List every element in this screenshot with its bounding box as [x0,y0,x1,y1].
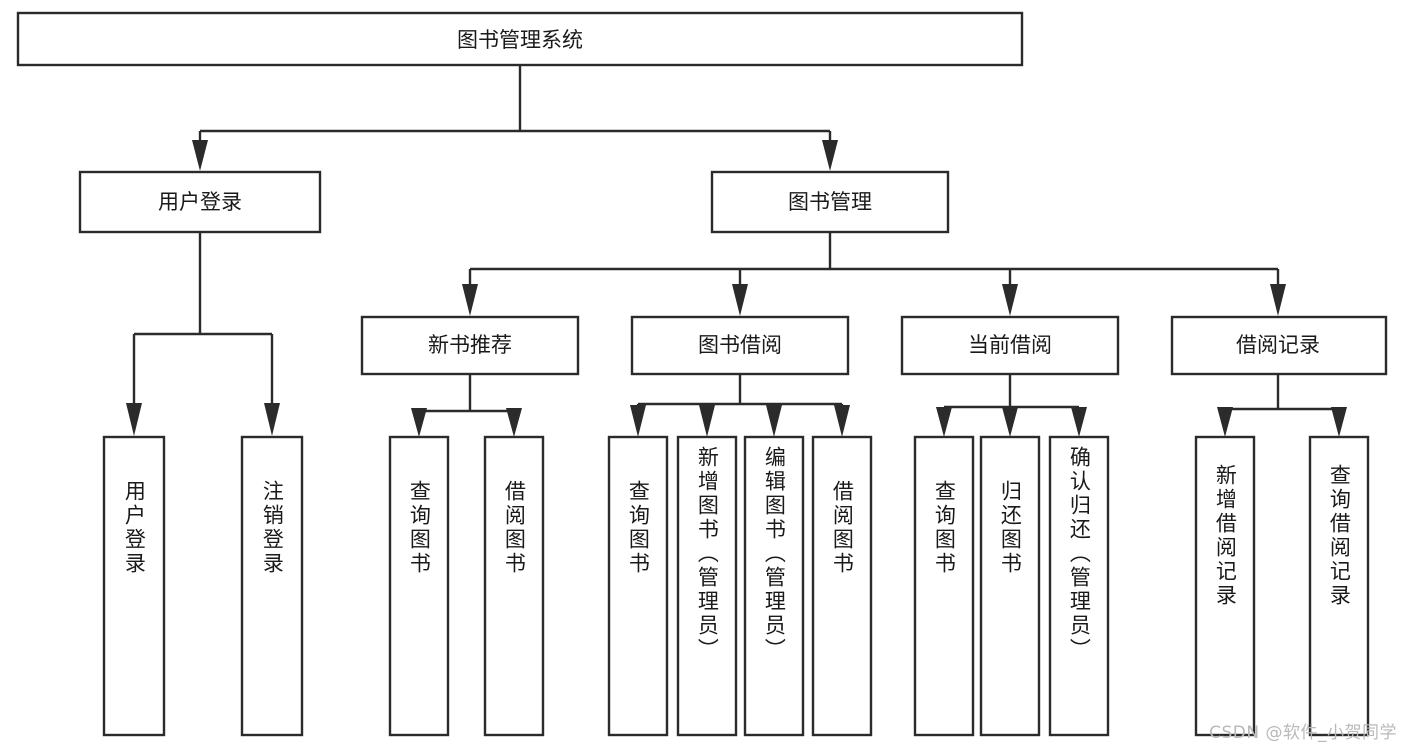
node-box-leaf-query-book-2[interactable] [607,435,669,737]
node-box-current-borrow[interactable] [900,315,1120,376]
arrow-head-leaf-query-book-1 [411,408,427,437]
arrow-head-borrow-record [1270,284,1286,316]
node-label-book-borrow: 图书借阅 [698,333,782,357]
node-box-leaf-edit-book[interactable] [743,435,805,737]
node-box-leaf-return-book[interactable] [979,435,1041,737]
arrow-head-leaf-logout [264,403,280,436]
node-label-new-book-recommend: 新书推荐 [428,333,512,357]
node-box-leaf-query-record[interactable] [1308,435,1370,737]
node-box-leaf-logout[interactable] [240,435,304,737]
connector-layer [126,65,1347,437]
arrow-head-leaf-edit-book [766,405,782,437]
node-box-leaf-add-book[interactable] [676,435,738,737]
arrow-head-leaf-add-record [1217,407,1233,437]
node-box-leaf-query-book-3[interactable] [913,435,975,737]
node-box-leaf-borrow-book-2[interactable] [811,435,873,737]
node-box-leaf-borrow-book-1[interactable] [483,435,545,737]
arrow-head-leaf-query-book-3 [936,407,952,437]
arrow-head-new-book-recommend [462,284,478,316]
arrow-head-leaf-borrow-book-1 [506,408,522,437]
node-label-root: 图书管理系统 [457,28,583,52]
arrow-head-user-login [192,140,208,171]
node-box-book-manage[interactable] [710,170,950,234]
arrow-head-leaf-borrow-book-2 [834,405,850,437]
arrow-head-book-manage [822,140,838,171]
node-box-root[interactable] [16,11,1024,67]
node-box-leaf-add-record[interactable] [1194,435,1256,737]
node-box-book-borrow[interactable] [630,315,850,376]
arrow-head-leaf-user-login [126,403,142,436]
node-label-current-borrow: 当前借阅 [968,333,1052,357]
node-box-user-login[interactable] [78,170,322,234]
node-box-leaf-query-book-1[interactable] [388,435,450,737]
node-label-borrow-record: 借阅记录 [1236,333,1320,357]
arrow-head-leaf-add-book [699,405,715,437]
arrow-head-leaf-return-book [1002,407,1018,437]
arrow-head-current-borrow [1002,284,1018,316]
arrow-head-book-borrow [732,284,748,316]
node-label-book-manage: 图书管理 [788,190,872,214]
arrow-head-leaf-confirm-return [1071,407,1087,437]
node-box-leaf-confirm-return[interactable] [1048,435,1110,737]
node-layer: 图书管理系统 用户登录 图书管理 新书推荐 图书借阅 当前借阅 借阅记录 [16,11,1388,737]
arrow-head-leaf-query-record [1331,407,1347,437]
node-label-user-login: 用户登录 [158,190,242,214]
node-box-new-book-recommend[interactable] [360,315,580,376]
arrow-head-leaf-query-book-2 [630,405,646,437]
node-box-borrow-record[interactable] [1170,315,1388,376]
node-box-leaf-user-login[interactable] [102,435,166,737]
